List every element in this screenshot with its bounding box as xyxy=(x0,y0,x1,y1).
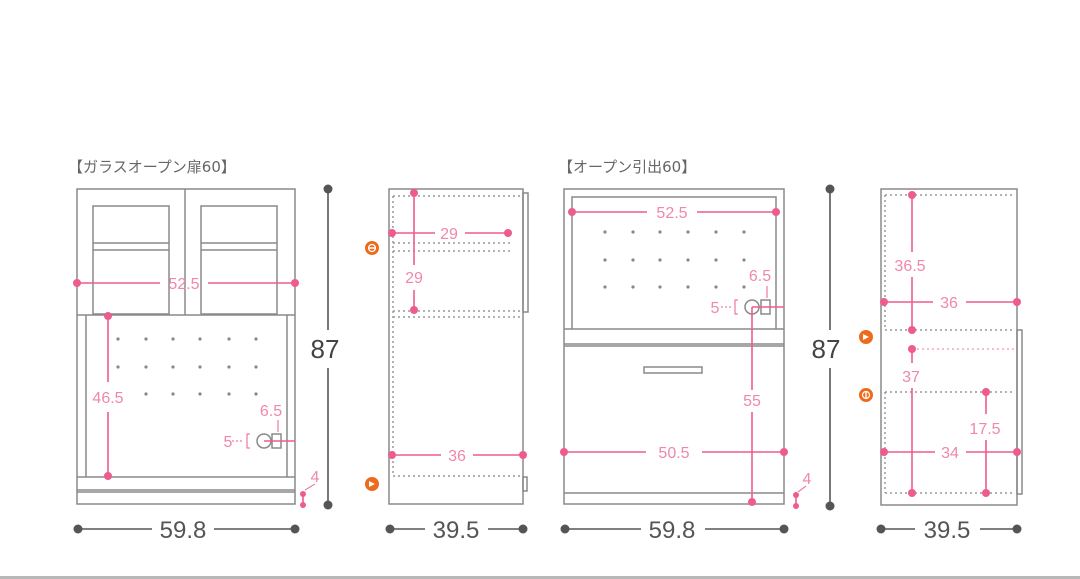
dim-bottom-depth: 36 xyxy=(448,448,466,465)
dim-total-depth: 39.5 xyxy=(433,517,480,544)
door-swing-icon xyxy=(365,241,379,255)
dimension-lines-gray xyxy=(565,189,831,530)
dim-inner-width: 52.5 xyxy=(168,276,199,293)
dim-total-depth: 39.5 xyxy=(924,517,971,544)
dim-outlet-top: 6.5 xyxy=(749,268,771,285)
shelf-peg-holes xyxy=(603,230,746,289)
drawer-pull-icon xyxy=(859,330,873,344)
dim-outlet-side: 5 xyxy=(224,434,233,451)
dim-total-height: 87 xyxy=(311,334,340,364)
dim-shelf-depth: 29 xyxy=(440,226,458,243)
dim-drawer-height: 37 xyxy=(902,369,920,386)
dimension-lines-pink xyxy=(564,211,807,506)
dim-inner-width: 52.5 xyxy=(656,205,687,222)
dim-outlet-height: 55 xyxy=(743,393,761,410)
dim-total-width: 59.8 xyxy=(649,517,696,544)
product-title-glass-open-door: 【ガラスオープン扉60】 xyxy=(68,158,236,176)
dim-total-width: 59.8 xyxy=(160,517,207,544)
dim-upper-depth: 36 xyxy=(940,295,958,312)
dim-open-height: 46.5 xyxy=(92,390,123,407)
dim-outlet-side: 5 xyxy=(711,300,720,317)
dim-total-height: 87 xyxy=(812,334,841,364)
bottom-divider xyxy=(0,576,1080,579)
dimension-lines-gray xyxy=(78,189,329,530)
side-view-open-drawer xyxy=(880,188,1023,506)
drawer-slide-icon xyxy=(859,388,873,402)
dim-outlet-top: 6.5 xyxy=(260,403,282,420)
dim-shelf-height: 29 xyxy=(405,270,423,287)
dim-drawer-depth: 34 xyxy=(941,445,959,462)
dim-plinth-height: 4 xyxy=(311,469,320,486)
dim-drawer-width: 50.5 xyxy=(658,445,689,462)
front-view-glass-door xyxy=(76,188,296,505)
interior-outline-dotted xyxy=(884,194,1015,494)
dimension-lines-pink xyxy=(884,195,1017,493)
dim-upper-height: 36.5 xyxy=(894,258,925,275)
front-view-open-drawer xyxy=(563,188,785,505)
shelf-peg-holes xyxy=(116,337,258,396)
dim-inner-drawer-height: 17.5 xyxy=(969,421,1000,438)
dim-plinth-height: 4 xyxy=(803,471,812,488)
product-title-open-drawer: 【オープン引出60】 xyxy=(558,158,696,176)
door-open-icon xyxy=(365,477,379,491)
side-view-glass-door xyxy=(388,188,529,505)
